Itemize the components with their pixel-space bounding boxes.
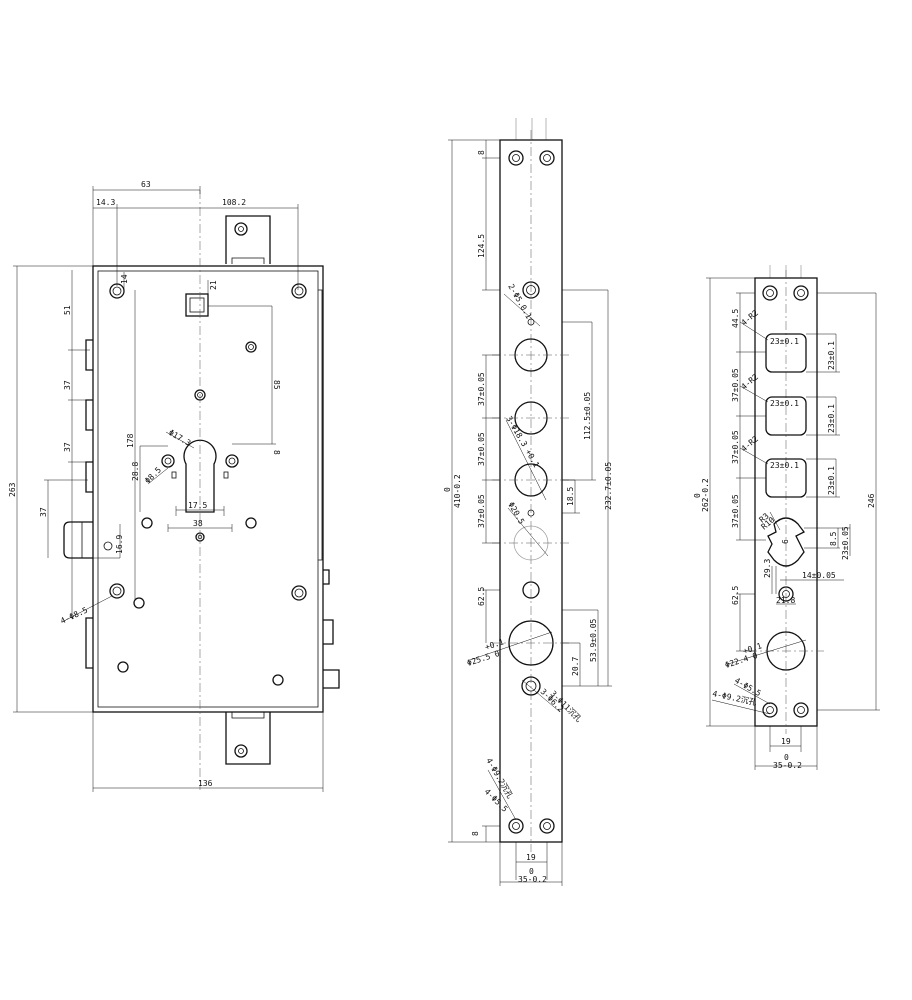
dim-label: 37±0.05: [477, 494, 486, 528]
dim-label: 37±0.05: [477, 432, 486, 466]
dim-label: 29.3: [763, 559, 772, 578]
dim-label: 37±0.05: [731, 430, 740, 464]
strike-plate-short-view: 44.5 4-R2 23±0.1 23±0.1 37±0.05 4-R2 23±…: [693, 265, 880, 770]
dim-label: 37: [63, 442, 72, 452]
dim-label: 19: [781, 737, 791, 746]
dim-label: 51: [63, 305, 72, 315]
dim-label: Φ17.3: [167, 428, 193, 448]
dim-label: 136: [198, 779, 213, 788]
dim-label: 410-0.2: [453, 474, 462, 508]
dim-label: 108.2: [222, 198, 246, 207]
dim-label: 0: [443, 487, 452, 492]
dim-label: 23±0.1: [827, 466, 836, 495]
dim-label: 35-0.2: [773, 761, 802, 770]
dim-label: 20.7: [571, 657, 580, 676]
dim-label: 23±0.1: [827, 404, 836, 433]
dim-label: 23±0.1: [770, 337, 799, 346]
dim-label: 85: [272, 380, 281, 390]
dim-label: 8: [471, 831, 480, 836]
dim-label: Φ25.5 0: [466, 649, 501, 668]
dim-label: 6: [781, 539, 790, 544]
dim-label: 14.3: [96, 198, 115, 207]
dim-label: 37: [63, 380, 72, 390]
dim-label: 0: [784, 753, 789, 762]
dim-label: 14: [120, 274, 129, 284]
dim-label: 53.9±0.05: [589, 618, 598, 662]
dim-label: 37: [39, 507, 48, 517]
dim-label: 112.5±0.05: [583, 392, 592, 440]
dim-label: 2-Φ5.0.1: [506, 283, 533, 321]
dim-label: 8: [272, 450, 281, 455]
dim-label: 28.8: [131, 462, 140, 481]
dim-label: 19: [526, 853, 536, 862]
dim-label: 37±0.05: [477, 372, 486, 406]
dim-label: 21.8: [776, 596, 795, 605]
dim-label: 35-0.2: [518, 875, 547, 884]
dim-label: 4-Φ8.5: [59, 605, 89, 625]
dim-label: 37±0.05: [731, 494, 740, 528]
dim-label: 8: [477, 150, 486, 155]
dim-label: 124.5: [477, 234, 486, 258]
dim-label: 23±0.1: [827, 341, 836, 370]
dim-label: 232.7±0.05: [604, 462, 613, 510]
dim-label: 37±0.05: [731, 368, 740, 402]
dim-label: 3-Φ18.3 +0.1: [504, 415, 541, 470]
dim-label: 23±0.1: [770, 461, 799, 470]
dim-label: 4-R2: [740, 308, 761, 327]
strike-plate-long-view: 8 124.5 2-Φ5.0.1 37±0.05 37±0.05 37±0.05…: [443, 118, 613, 886]
dim-label: 62.5: [731, 586, 740, 605]
dim-label: 23±0.1: [770, 399, 799, 408]
dim-label: 62.5: [477, 587, 486, 606]
dim-label: 246: [867, 493, 876, 508]
dim-label: 4-R2: [740, 372, 761, 391]
dim-label: Φ22.4 0: [724, 651, 759, 670]
dim-label: 44.5: [731, 309, 740, 328]
dim-label: 18.5: [566, 487, 575, 506]
dim-label: 0: [529, 867, 534, 876]
dim-label: 23±0.05: [841, 526, 850, 560]
dim-label: 178: [126, 433, 135, 448]
dim-label: 14±0.05: [802, 571, 836, 580]
dim-label: 16.9: [115, 535, 124, 554]
dim-label: 63: [141, 180, 151, 189]
dim-label: 8.5: [829, 531, 838, 546]
dim-label: 17.5: [188, 501, 207, 510]
dim-label: 263: [8, 482, 17, 497]
dim-label: 21: [209, 280, 218, 290]
dim-label: 262-0.2: [701, 478, 710, 512]
dim-label: Φ8.5: [143, 465, 163, 485]
dim-label: 4-R2: [740, 434, 761, 453]
dim-label: 38: [193, 519, 203, 528]
dim-label: Φ20.5: [506, 501, 526, 527]
dim-label: 0: [693, 493, 702, 498]
lock-body-view: 63 14.3 108.2 14 21 51 37 37 37 85 8 178…: [8, 180, 340, 792]
